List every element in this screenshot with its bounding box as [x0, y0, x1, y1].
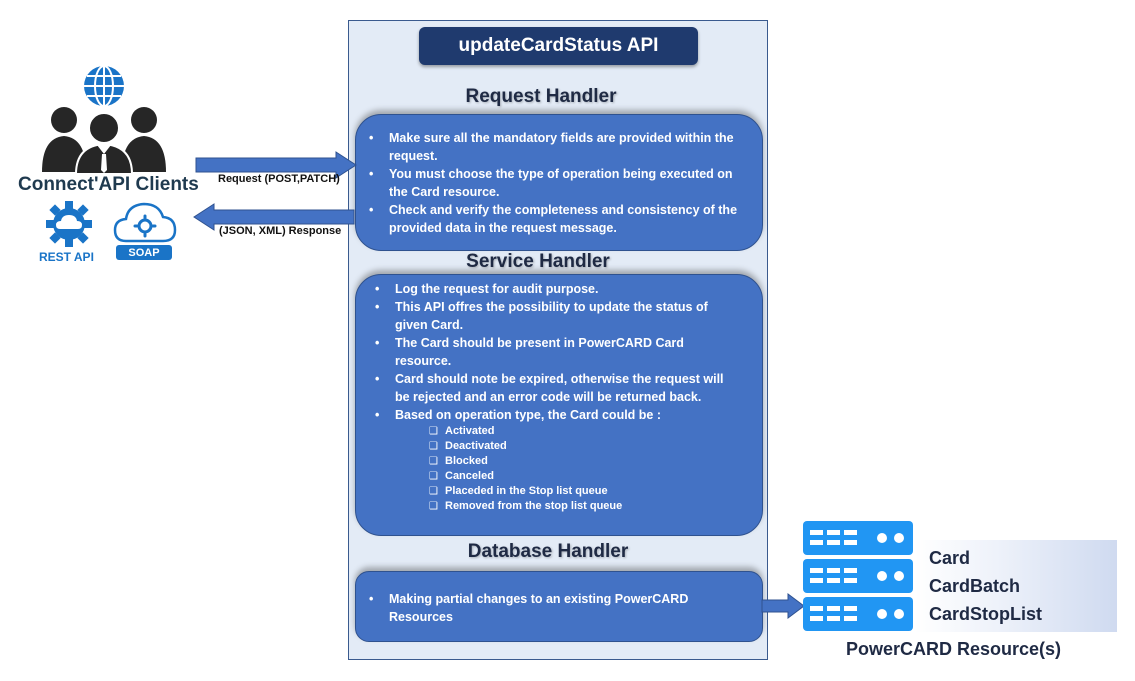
request-handler-item: You must choose the type of operation be…: [356, 165, 744, 201]
request-handler-item: Check and verify the completeness and co…: [356, 201, 744, 237]
database-handler-title: Database Handler: [467, 541, 629, 562]
request-handler-title: Request Handler: [465, 86, 617, 107]
rest-api-icon: [46, 201, 92, 247]
card-status-option: Activated: [362, 424, 734, 439]
resource-item: CardStopList: [929, 604, 1043, 624]
service-handler-item: Based on operation type, the Card could …: [362, 406, 734, 424]
request-handler-box: Make sure all the mandatory fields are p…: [355, 114, 763, 251]
clients-label: Connect'API Clients: [18, 174, 199, 195]
database-arrow: [761, 593, 805, 619]
api-title: updateCardStatus API: [419, 27, 698, 65]
service-handler-item: Card should note be expired, otherwise t…: [362, 370, 734, 406]
card-status-option: Removed from the stop list queue: [362, 499, 734, 514]
request-handler-item: Make sure all the mandatory fields are p…: [356, 129, 744, 165]
resources-caption: PowerCARD Resource(s): [846, 639, 1062, 659]
soap-cloud-icon: [113, 202, 177, 243]
card-status-option: Canceled: [362, 469, 734, 484]
resources-box: Card CardBatch CardStopList: [915, 540, 1117, 632]
people-globe-icon: [42, 65, 166, 174]
service-handler-item: The Card should be present in PowerCARD …: [362, 334, 734, 370]
request-arrow-label: Request (POST,PATCH): [218, 173, 340, 185]
request-response-arrows: [193, 151, 357, 231]
response-arrow-label: (JSON, XML) Response: [219, 225, 342, 237]
service-handler-title: Service Handler: [466, 251, 610, 272]
resource-item: Card: [929, 548, 971, 568]
card-status-option: Placeded in the Stop list queue: [362, 484, 734, 499]
soap-label: SOAP: [116, 245, 172, 260]
server-stack-icon: [803, 521, 913, 631]
service-handler-box: Log the request for audit purpose. This …: [355, 274, 763, 536]
database-handler-item: Making partial changes to an existing Po…: [356, 590, 702, 626]
service-handler-item: Log the request for audit purpose.: [362, 280, 734, 298]
database-handler-box: Making partial changes to an existing Po…: [355, 571, 763, 642]
resource-item: CardBatch: [929, 576, 1021, 596]
rest-api-label: REST API: [39, 250, 94, 264]
service-handler-item: This API offres the possibility to updat…: [362, 298, 734, 334]
card-status-option: Deactivated: [362, 439, 734, 454]
card-status-option: Blocked: [362, 454, 734, 469]
